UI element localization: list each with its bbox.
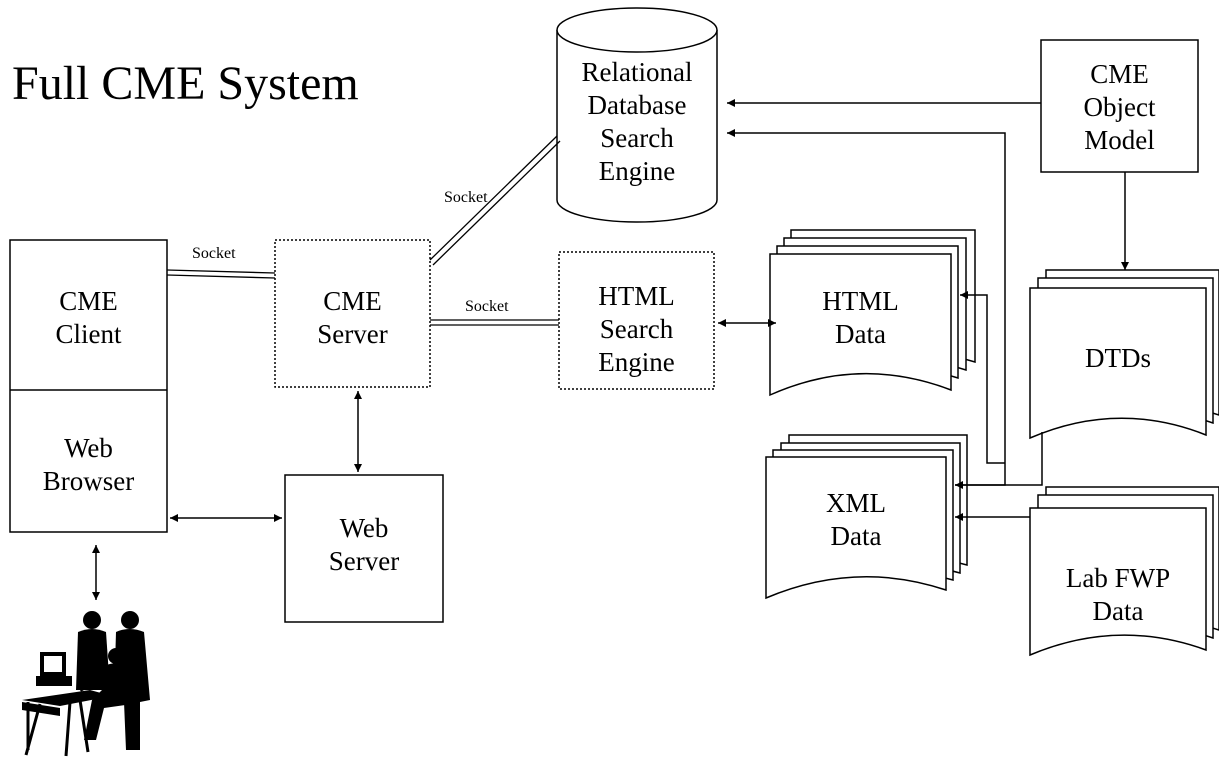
web-browser-label: Web Browser [42, 433, 135, 496]
socket-label-server-database: Socket [444, 189, 488, 206]
html-search-engine-box [558, 251, 715, 390]
connector-arrows [92, 99, 1129, 600]
dtds-label: DTDs [1085, 343, 1151, 373]
xml-data-stack [765, 434, 968, 600]
page-title: Full CME System [12, 57, 359, 110]
cme-server-label: CME Server [317, 286, 388, 349]
html-data-label: HTML Data [822, 286, 899, 349]
dtds-stack [1029, 269, 1219, 440]
web-server-label: Web Server [328, 513, 400, 576]
html-search-engine-label: HTML Search Engine [598, 281, 675, 377]
client-browser-box [9, 239, 168, 533]
lab-fwp-data-label: Lab FWP Data [1065, 563, 1171, 626]
html-data-stack [769, 229, 976, 397]
socket-line-client-server [166, 269, 276, 279]
users-at-computer-icon [22, 611, 150, 757]
object-model-label: CME Object Model [1083, 59, 1156, 155]
cme-client-label: CME Client [55, 286, 122, 349]
relational-database-label: Relational Database Search Engine [581, 57, 693, 186]
socket-line-server-html-search [430, 319, 559, 326]
xml-data-label: XML Data [826, 488, 886, 551]
lab-fwp-data-stack [1029, 486, 1219, 657]
socket-label-server-html-search: Socket [465, 298, 509, 315]
cme-server-box [274, 239, 431, 388]
socket-line-server-database [429, 135, 561, 266]
socket-label-client-server: Socket [192, 245, 236, 262]
object-model-box [1040, 39, 1199, 173]
web-server-box [284, 474, 444, 623]
relational-database-cylinder [556, 7, 718, 223]
